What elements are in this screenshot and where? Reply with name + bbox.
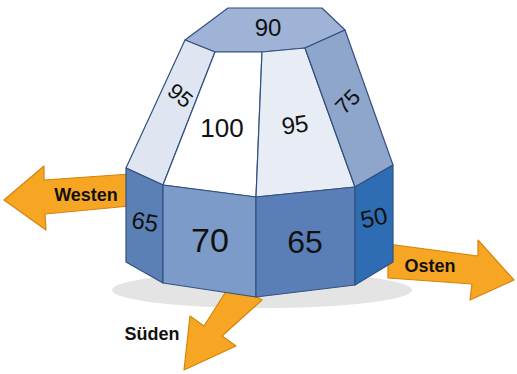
wall-face: 50 — [355, 165, 393, 285]
direction-label: Süden — [124, 325, 179, 343]
wall-face-outline — [126, 168, 163, 283]
roof-panel: 100 — [163, 52, 262, 197]
yield-value: 65 — [130, 208, 160, 236]
direction-arrow: Westen — [4, 166, 130, 230]
yield-value: 100 — [200, 115, 243, 141]
wall-face-outline — [256, 187, 355, 297]
yield-value: 90 — [255, 16, 282, 40]
roof-panel-outline — [163, 52, 262, 197]
wall-face-outline — [355, 165, 393, 285]
yield-value: 95 — [280, 111, 310, 138]
roof-panel: 75 — [305, 30, 393, 187]
wall-face: 65 — [126, 168, 163, 283]
roof-panel-outline — [305, 30, 393, 187]
wall-face: 70 — [163, 185, 256, 297]
direction-arrow: Osten — [388, 240, 514, 300]
wall-face: 65 — [256, 187, 355, 297]
direction-label: Osten — [404, 257, 455, 275]
direction-arrow-outline — [184, 282, 262, 370]
yield-value: 65 — [287, 226, 323, 258]
direction-label: Westen — [54, 186, 118, 204]
direction-arrow-outline — [388, 240, 514, 300]
wall-face-outline — [163, 185, 256, 297]
yield-value: 50 — [358, 203, 389, 232]
yield-value: 70 — [191, 223, 229, 257]
direction-arrow-outline — [4, 166, 130, 230]
